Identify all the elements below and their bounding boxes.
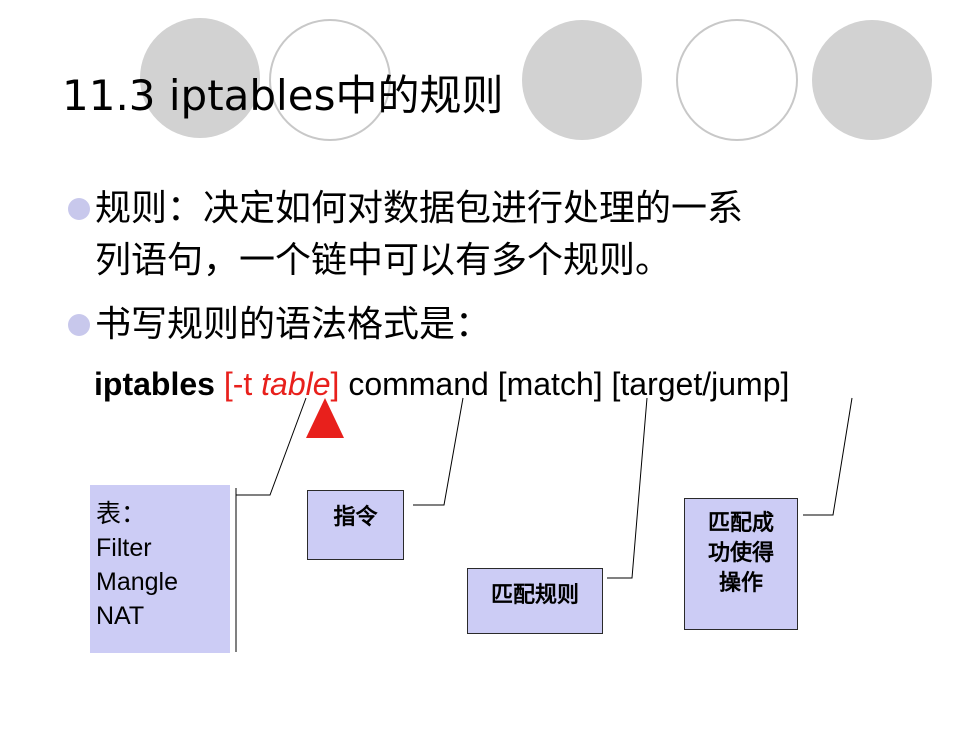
table-box-heading: 表： <box>96 500 147 528</box>
connector-match <box>607 397 648 579</box>
bullet-icon <box>68 198 90 220</box>
target-box-line: 操作 <box>718 571 763 596</box>
deco-circle-1 <box>140 18 260 138</box>
syntax-rest: command [match] [target/jump] <box>339 366 790 402</box>
bullet-1-line-1: 规则：决定如何对数据包进行处理的一系 <box>95 188 744 229</box>
table-box-item: NAT <box>96 602 145 630</box>
deco-circle-5 <box>812 20 932 140</box>
match-box: 匹配规则 <box>467 568 603 634</box>
red-up-arrow-icon <box>306 398 344 438</box>
deco-circle-2 <box>269 19 391 141</box>
connector-target <box>803 397 853 516</box>
syntax-table-word: table <box>261 366 331 402</box>
bullet-2-line-1: 书写规则的语法格式是： <box>95 304 492 345</box>
target-box: 匹配成 功使得 操作 <box>684 498 798 630</box>
target-box-line: 功使得 <box>707 541 774 566</box>
syntax-table-suffix: ] <box>330 366 340 402</box>
deco-circle-4 <box>676 19 798 141</box>
command-box: 指令 <box>307 490 404 560</box>
bullet-icon <box>68 314 90 336</box>
syntax-line: iptables [-t table] command [match] [tar… <box>94 364 789 404</box>
table-box-item: Filter <box>96 534 152 562</box>
command-box-label: 指令 <box>333 505 378 530</box>
table-box-item: Mangle <box>96 568 178 596</box>
syntax-table-prefix: [-t <box>223 366 262 402</box>
connector-command <box>413 397 464 506</box>
table-box: 表： Filter Mangle NAT <box>90 485 230 653</box>
deco-circle-3 <box>522 20 642 140</box>
bullet-1-line-2: 列语句，一个链中可以有多个规则。 <box>95 240 672 281</box>
syntax-table-option: [-t table] <box>224 366 340 402</box>
slide-title: 11.3 iptables中的规则 <box>62 71 504 120</box>
target-box-line: 匹配成 <box>707 511 774 536</box>
connector-table <box>236 397 307 496</box>
match-box-label: 匹配规则 <box>490 583 579 608</box>
syntax-command-name: iptables <box>94 366 215 402</box>
